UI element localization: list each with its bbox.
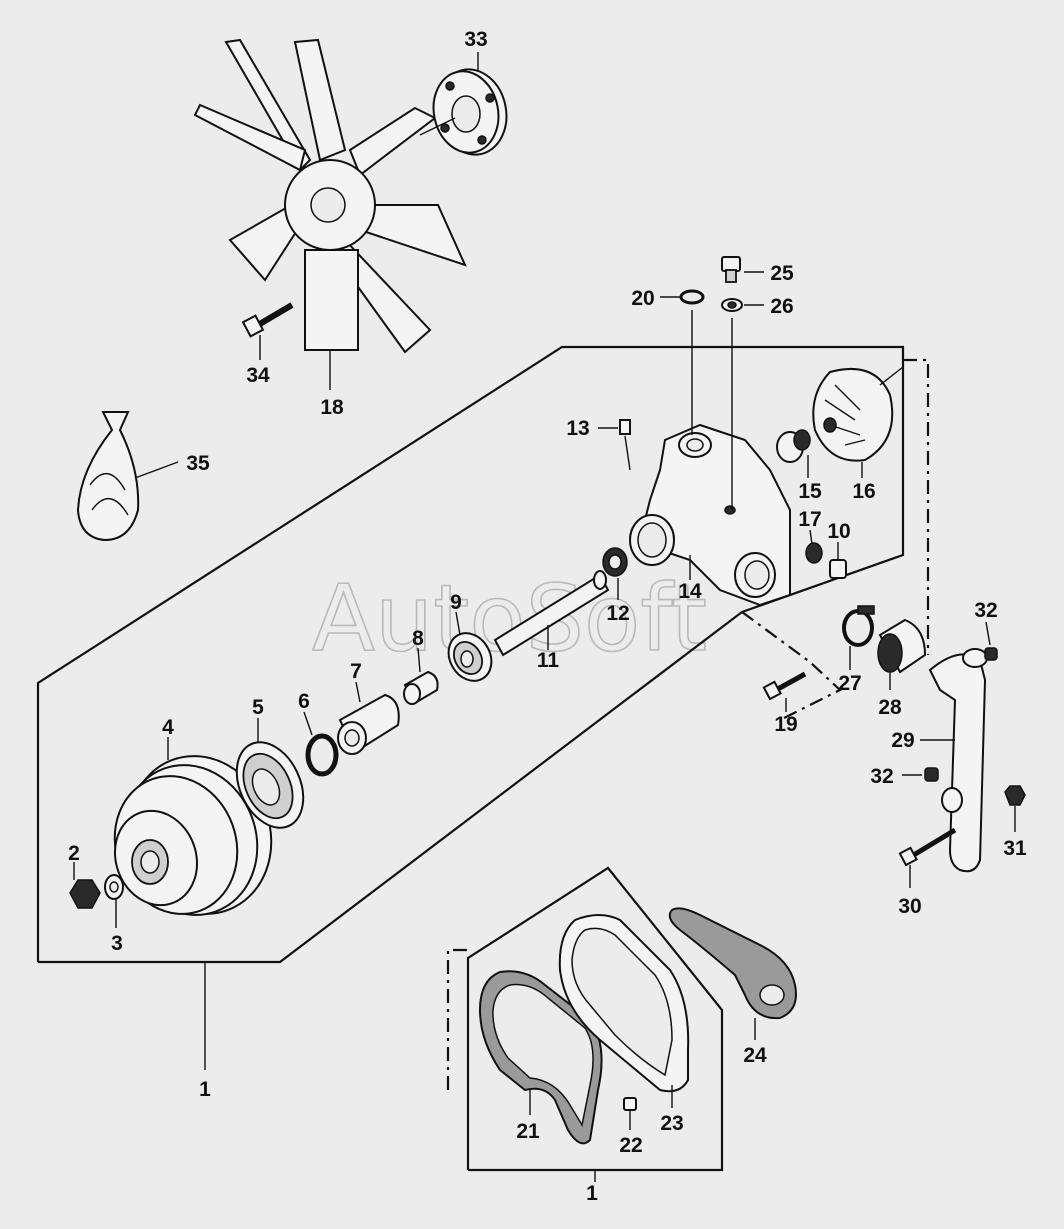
callout-labels: 1 1 2 3 4 5 6 7 8 9 10 11 12 13 14 15 16… <box>68 28 1027 1205</box>
back-cover-assembly-boundary <box>446 866 724 1182</box>
callout-32-upper: 32 <box>974 599 997 622</box>
bolt-30 <box>898 827 957 888</box>
plug-32-upper <box>984 621 998 661</box>
gasket-21 <box>478 970 603 1145</box>
callout-34: 34 <box>246 364 270 387</box>
callout-5: 5 <box>252 696 264 719</box>
bolt-22 <box>623 1097 637 1130</box>
plug-10 <box>829 542 847 579</box>
callout-31: 31 <box>1003 837 1027 860</box>
callout-30: 30 <box>898 895 921 918</box>
callout-1-main: 1 <box>199 1078 211 1101</box>
pulley-nut-2 <box>69 862 101 909</box>
fan-spacer-33 <box>419 52 508 156</box>
seal-15 <box>776 429 811 478</box>
callout-12: 12 <box>606 602 629 625</box>
callout-14: 14 <box>678 580 702 603</box>
fan-18 <box>193 38 467 390</box>
callout-17: 17 <box>798 508 821 531</box>
callout-24: 24 <box>743 1044 767 1067</box>
spacer-8 <box>403 647 439 705</box>
callout-28: 28 <box>878 696 902 719</box>
callout-16: 16 <box>852 480 875 503</box>
callout-26: 26 <box>770 295 793 318</box>
parts-bag-35 <box>76 411 179 542</box>
spacer-7 <box>337 681 400 755</box>
bolt-19 <box>762 671 807 712</box>
callout-10: 10 <box>827 520 850 543</box>
sealing-washer-26 <box>721 298 764 312</box>
pulley-4 <box>113 737 273 916</box>
callout-33: 33 <box>464 28 487 51</box>
o-ring-20 <box>660 289 705 305</box>
callout-7: 7 <box>350 660 362 683</box>
callout-29: 29 <box>891 729 914 752</box>
callout-20: 20 <box>631 287 654 310</box>
callout-25: 25 <box>770 262 794 285</box>
fan-bolt-34 <box>241 302 294 360</box>
temperature-sender-25 <box>721 256 764 283</box>
callout-18: 18 <box>320 396 344 419</box>
impeller-16 <box>812 366 904 478</box>
callout-3: 3 <box>111 932 123 955</box>
shaft-seal-12 <box>602 547 628 600</box>
callout-1-cover: 1 <box>586 1182 598 1205</box>
cover-plate-23 <box>558 914 690 1108</box>
callout-27: 27 <box>838 672 861 695</box>
watermark: AutoSoft <box>312 565 707 672</box>
callout-32-lower: 32 <box>870 765 893 788</box>
stud-13 <box>598 419 631 471</box>
snap-ring-6 <box>303 711 339 777</box>
pump-housing-14 <box>629 310 791 607</box>
washer-17 <box>805 529 823 564</box>
callout-2: 2 <box>68 842 80 865</box>
callout-22: 22 <box>619 1134 642 1157</box>
hose-clamp-27 <box>842 605 875 670</box>
callout-11: 11 <box>537 649 560 672</box>
gasket-24 <box>668 907 797 1040</box>
callout-35: 35 <box>186 452 210 475</box>
hose-28 <box>877 618 927 690</box>
nut-31 <box>1004 785 1026 832</box>
pulley-washer-3 <box>104 874 124 928</box>
pump-shaft-11 <box>493 570 610 657</box>
callout-15: 15 <box>798 480 822 503</box>
plug-32-lower <box>902 767 939 782</box>
callout-19: 19 <box>774 713 797 736</box>
callout-9: 9 <box>450 591 462 614</box>
callout-21: 21 <box>516 1120 540 1143</box>
callout-4: 4 <box>162 716 174 739</box>
callout-6: 6 <box>298 690 310 713</box>
bearing-5 <box>235 718 305 829</box>
water-elbow-29 <box>920 648 988 873</box>
callout-23: 23 <box>660 1112 683 1135</box>
callout-8: 8 <box>412 627 424 650</box>
bearing-9 <box>447 611 493 682</box>
callout-13: 13 <box>566 417 589 440</box>
